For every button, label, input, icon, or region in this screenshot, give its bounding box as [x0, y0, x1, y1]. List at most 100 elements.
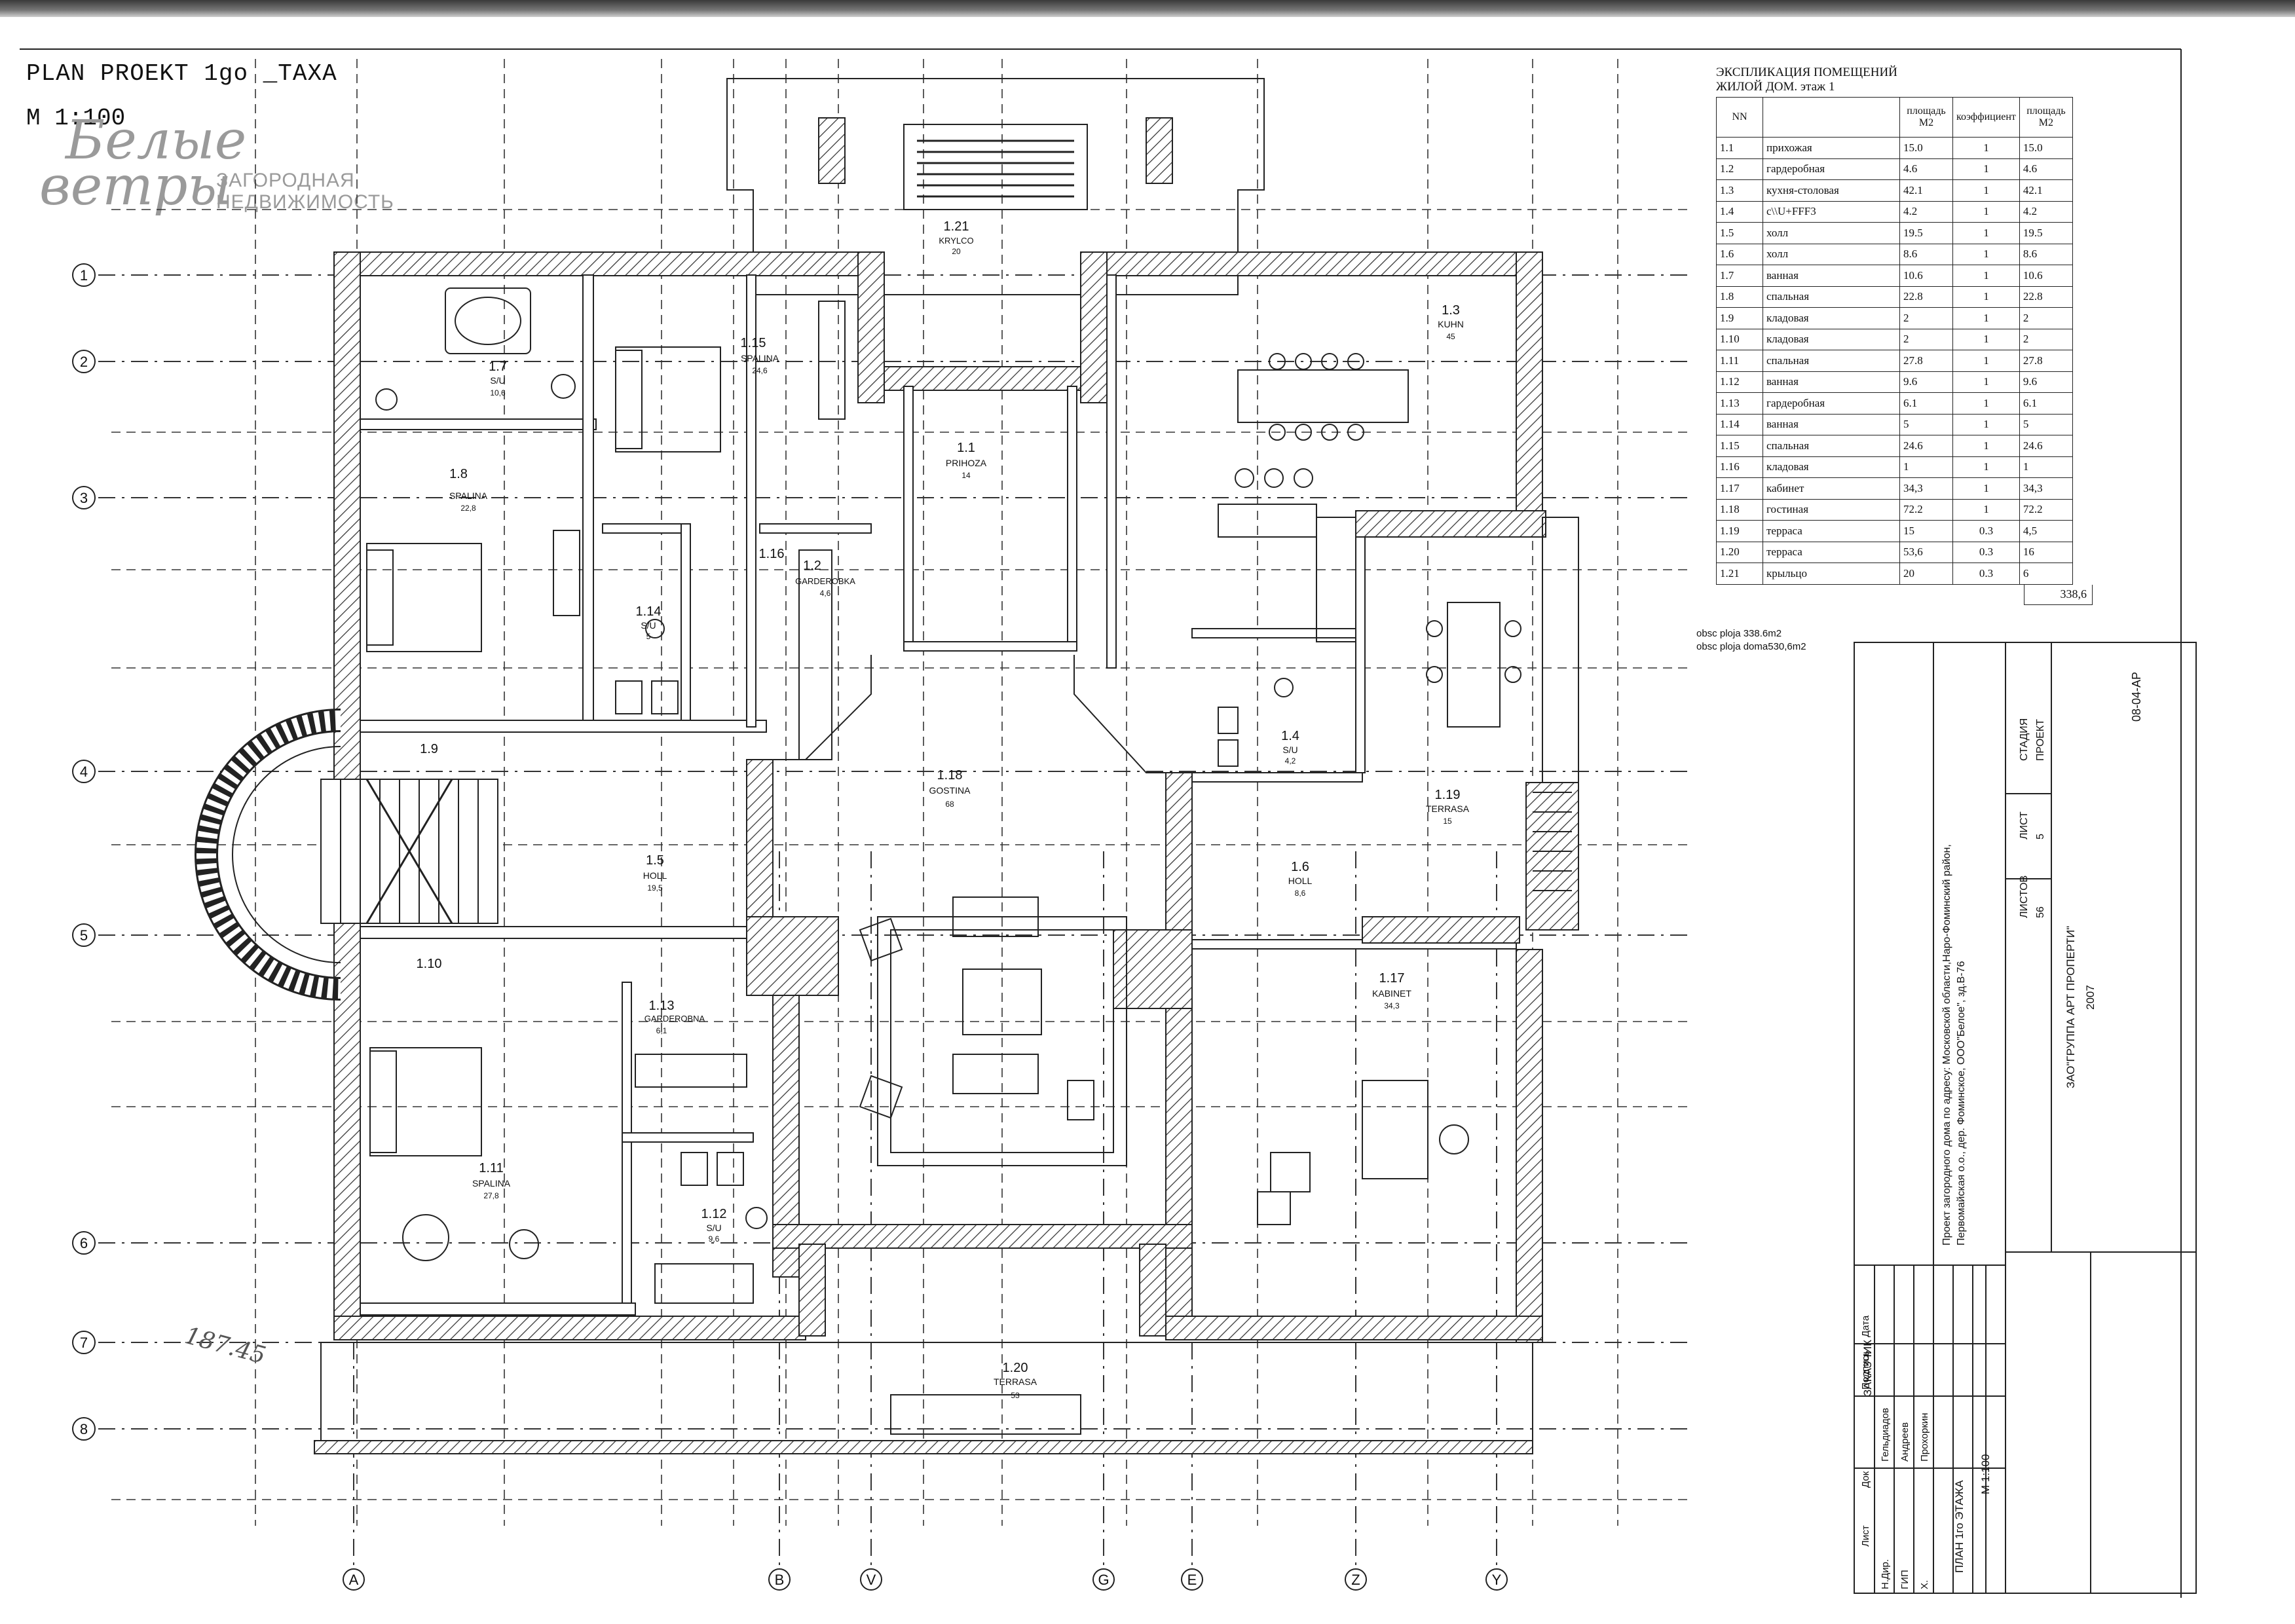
sig-h-doc: Док	[1860, 1471, 1871, 1488]
axis-Y: Y	[1485, 1568, 1508, 1591]
svg-text:10,6: 10,6	[490, 388, 506, 397]
watermark-logo: Белые ветры ЗАГОРОДНАЯ НЕДВИЖИМОСТЬ	[39, 109, 406, 219]
grid-cols	[353, 851, 1497, 1565]
company-year: 2007	[2084, 985, 2097, 1010]
svg-text:1.20: 1.20	[1003, 1361, 1028, 1375]
axis-V: V	[860, 1568, 882, 1591]
stage-value: ПРОЕКТ	[2035, 718, 2046, 761]
expl-cell: 1.11	[1716, 350, 1763, 372]
person-1: Гельдиадов	[1880, 1407, 1891, 1462]
role-2: ГИП	[1899, 1570, 1911, 1589]
expl-cell: 1.3	[1716, 179, 1763, 202]
axis-7: 7	[72, 1331, 96, 1354]
expl-cell: кладовая	[1763, 328, 1900, 350]
svg-text:GARDEROBKA: GARDEROBKA	[795, 576, 855, 586]
expl-cell: 1	[2019, 456, 2073, 478]
col-axis-markers: A B V G E Z Y	[343, 1568, 1508, 1591]
expl-h-area: площадь М2	[1899, 97, 1953, 138]
expl-cell: 42.1	[1899, 179, 1953, 202]
expl-cell: 72.2	[2019, 498, 2073, 521]
svg-text:4,2: 4,2	[1285, 756, 1296, 766]
expl-cell: 27.8	[2019, 350, 2073, 372]
svg-text:20: 20	[952, 247, 961, 256]
svg-text:GARDEROBNA: GARDEROBNA	[644, 1014, 705, 1024]
expl-cell: 4.2	[2019, 200, 2073, 223]
explication-table: ЭКСПЛИКАЦИЯ ПОМЕЩЕНИЙ ЖИЛОЙ ДОМ. этаж 1 …	[1716, 65, 2093, 605]
svg-text:S/U: S/U	[490, 375, 505, 386]
svg-text:1.14: 1.14	[636, 604, 662, 619]
svg-text:19,5: 19,5	[647, 883, 663, 893]
svg-text:68: 68	[945, 800, 954, 809]
person-2: Андреев	[1899, 1422, 1911, 1462]
expl-cell: 1.17	[1716, 477, 1763, 500]
expl-cell: 8.6	[2019, 243, 2073, 265]
svg-text:1.16: 1.16	[759, 547, 785, 561]
svg-text:7: 7	[80, 1335, 88, 1351]
expl-cell: 1	[1952, 477, 2020, 500]
expl-cell: ванная	[1763, 413, 1900, 435]
title-block: 08-04-АР СТАДИЯ ЛИСТ ЛИСТОВ ПРОЕКТ 5 56 …	[1854, 642, 2197, 1594]
sheet-value: 5	[2035, 834, 2046, 840]
svg-text:B: B	[775, 1572, 785, 1588]
svg-text:45: 45	[1446, 332, 1455, 341]
room-1.7: 1.7S/U10,6	[489, 360, 507, 397]
svg-text:27,8: 27,8	[483, 1191, 499, 1200]
furniture	[366, 287, 1521, 1304]
outer-walls	[333, 251, 1543, 1343]
axis-3: 3	[72, 486, 96, 509]
expl-cell: 24.6	[1899, 435, 1953, 457]
expl-cell: 4.6	[2019, 158, 2073, 180]
expl-cell: 1	[1952, 435, 2020, 457]
expl-cell: 1	[1952, 371, 2020, 393]
expl-cell: 2	[1899, 328, 1953, 350]
expl-cell: холл	[1763, 243, 1900, 265]
axis-1: 1	[72, 263, 96, 287]
expl-cell: 1	[1952, 498, 2020, 521]
svg-text:TERRASA: TERRASA	[1426, 803, 1470, 814]
svg-text:1.12: 1.12	[701, 1207, 727, 1221]
svg-text:6: 6	[80, 1235, 88, 1251]
room-1.4: 1.4S/U4,2	[1281, 729, 1299, 766]
expl-cell: 22.8	[2019, 286, 2073, 308]
logo-line1: Белые	[65, 109, 247, 172]
expl-cell: 1.15	[1716, 435, 1763, 457]
room-1.10: 1.10	[417, 957, 442, 971]
svg-text:1.5: 1.5	[646, 853, 664, 868]
expl-cell: с\\U+FFF3	[1763, 200, 1900, 223]
plan-scale: M 1:100	[26, 105, 126, 132]
sig-h-sign: Подпись	[1860, 1350, 1871, 1390]
svg-text:S/U: S/U	[706, 1223, 721, 1233]
note-house-area: obsc ploja doma530,6m2	[1696, 641, 1806, 652]
expl-cell: 9.6	[2019, 371, 2073, 393]
expl-cell: 53,6	[1899, 541, 1953, 563]
svg-text:SPALINA: SPALINA	[472, 1178, 511, 1189]
expl-cell: 1	[1952, 307, 2020, 329]
expl-cell: 19.5	[2019, 222, 2073, 244]
expl-cell: 20	[1899, 563, 1953, 585]
svg-text:2: 2	[80, 354, 88, 370]
expl-cell: 1	[1952, 286, 2020, 308]
expl-cell: терраса	[1763, 520, 1900, 542]
expl-cell: 1.6	[1716, 243, 1763, 265]
svg-text:S/U: S/U	[1282, 745, 1297, 755]
expl-cell: спальная	[1763, 350, 1900, 372]
svg-text:5: 5	[646, 632, 651, 641]
room-1.14: 1.14S/U5	[636, 604, 662, 641]
svg-text:6,1: 6,1	[656, 1026, 667, 1035]
sheet-scale: М 1:100	[1979, 1454, 1992, 1494]
svg-text:A: A	[349, 1572, 359, 1588]
